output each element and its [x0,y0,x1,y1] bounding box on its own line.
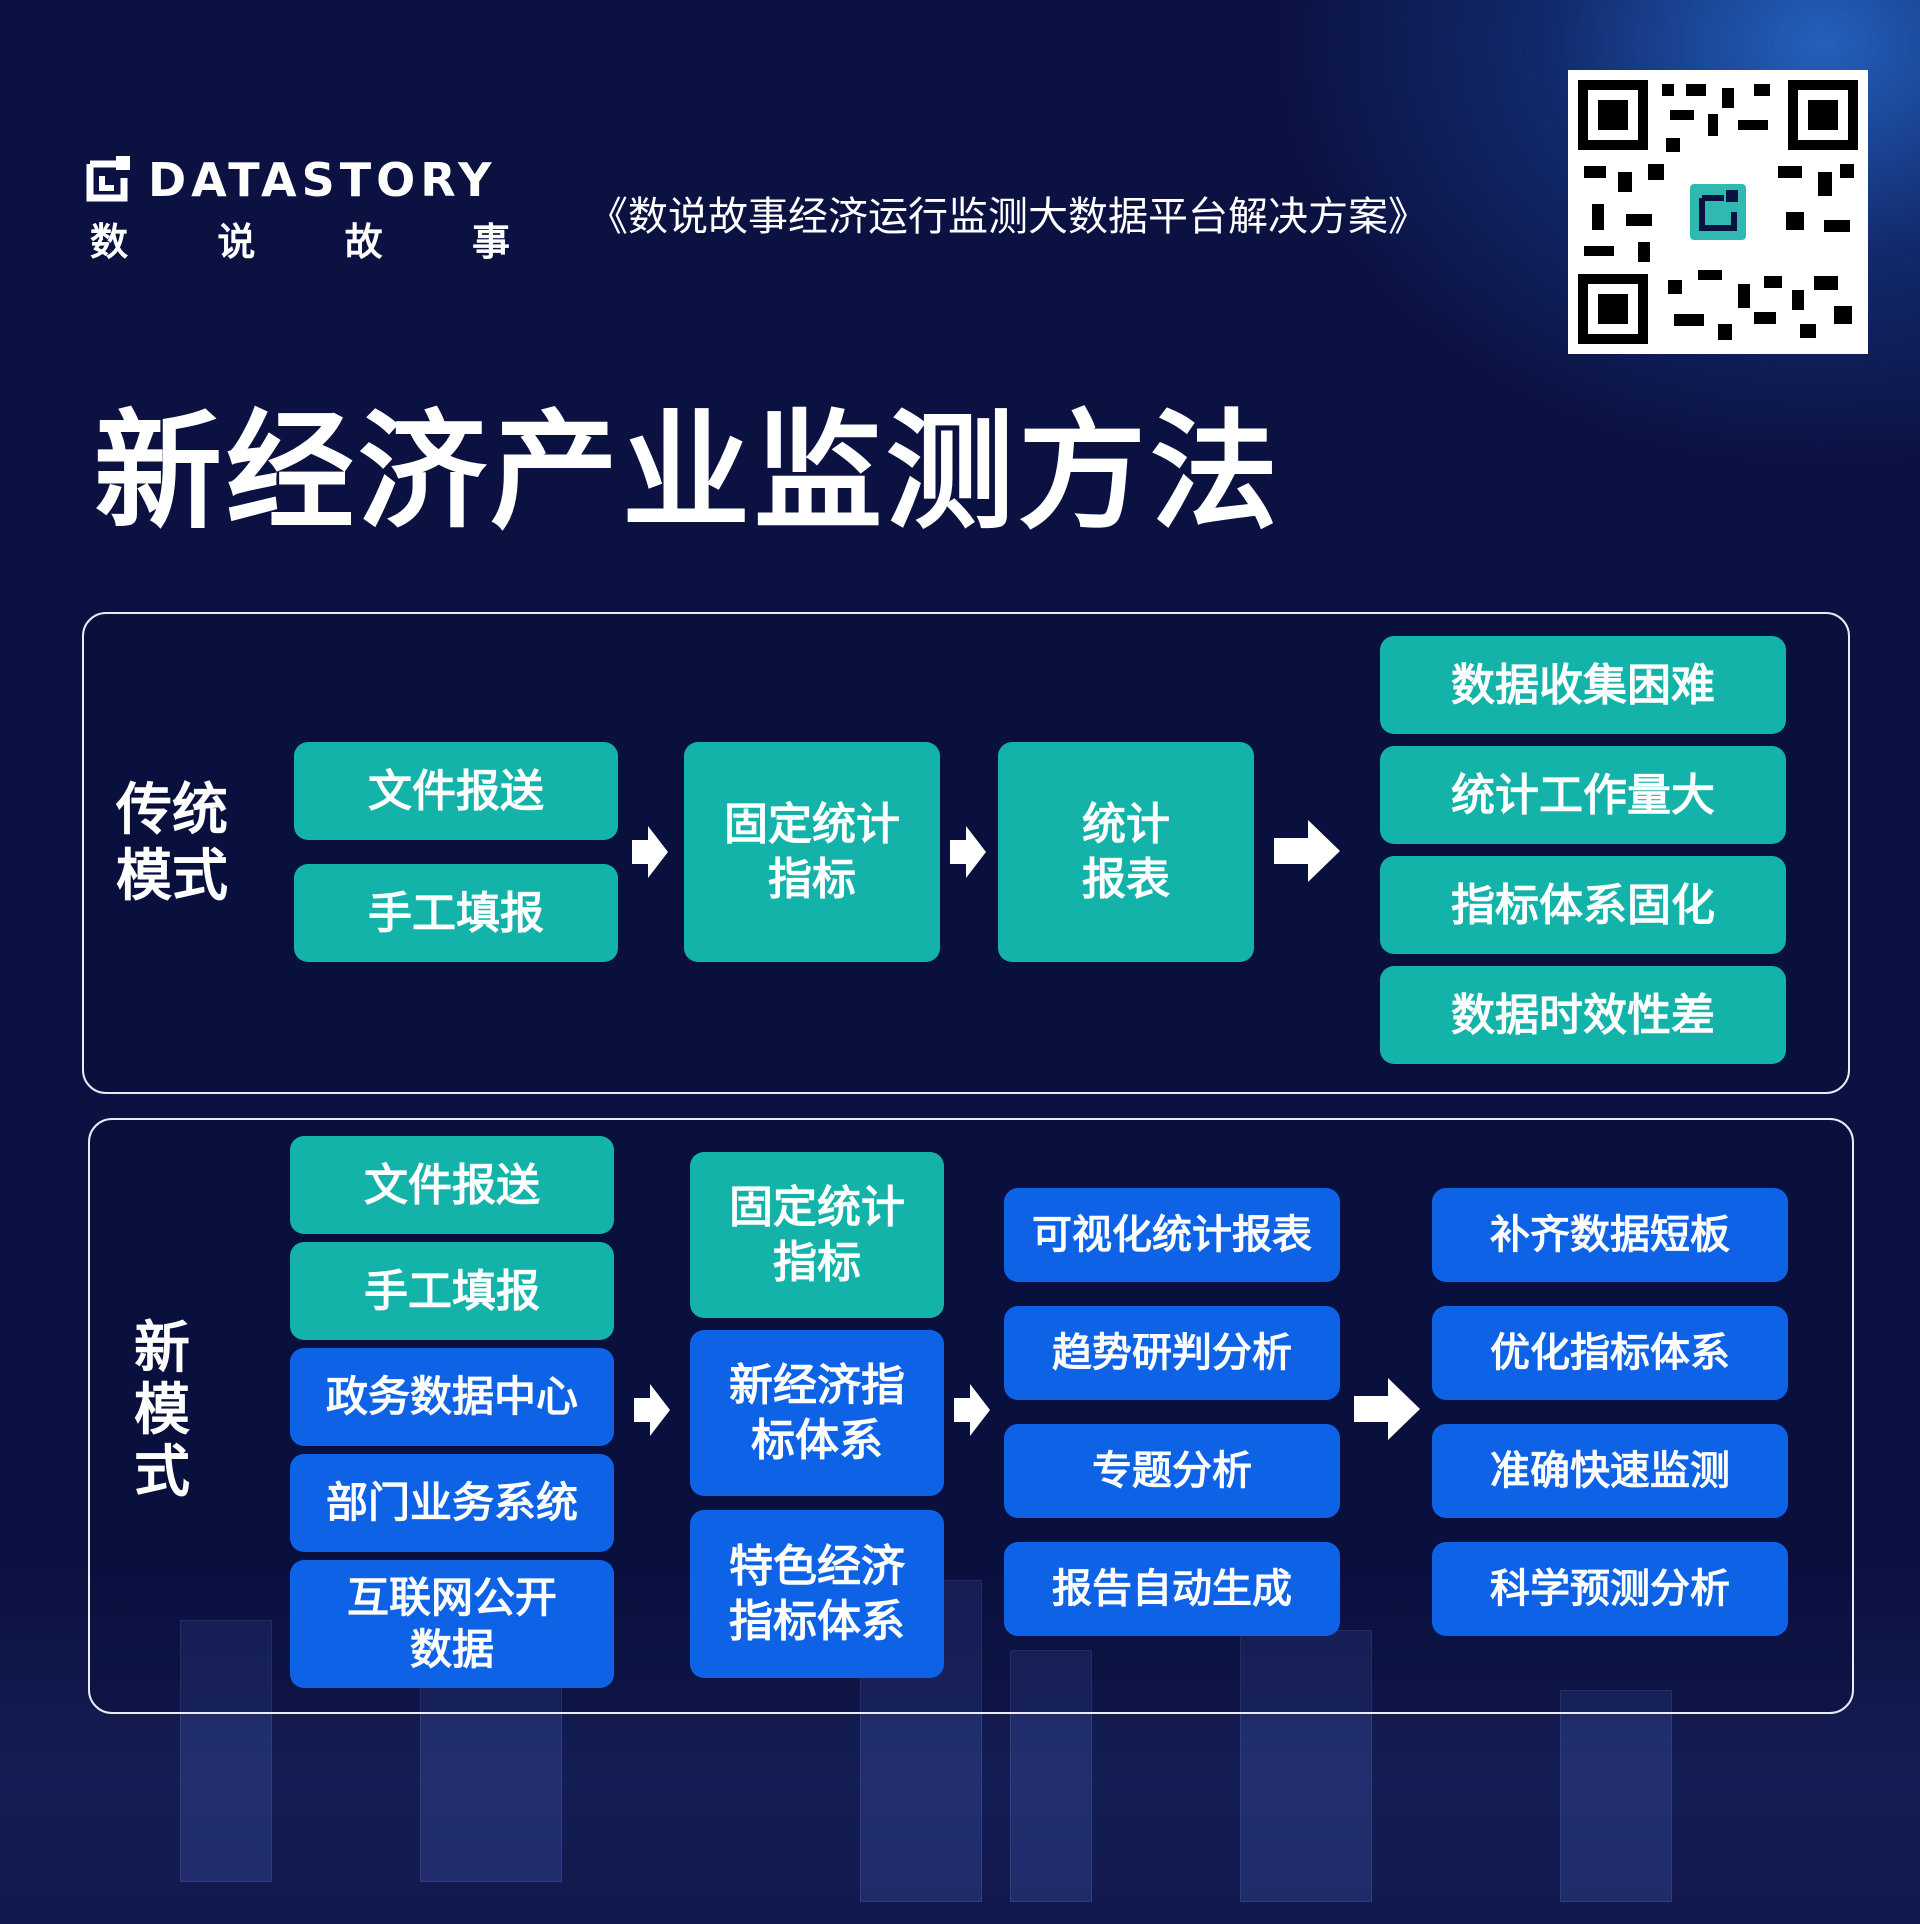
label-line: 传统 [116,778,228,843]
document-title: 《数说故事经济运行监测大数据平台解决方案》 [588,194,1428,240]
problem-box: 数据收集困难 [1380,636,1786,734]
label-line: 模式 [116,844,228,909]
box-line: 互联网公开 [346,1572,557,1622]
brand-logo: DATASTORY 数 说 故 事 [86,152,526,272]
input-box-file-report: 文件报送 [294,742,618,840]
new-mode-panel: 新 模 式 文件报送 手工填报 政务数据中心 部门业务系统 互联网公开 数据 固… [88,1118,1854,1714]
label-line: 新 [134,1316,190,1381]
box-line: 标体系 [751,1415,883,1466]
outcome-box: 补齐数据短板 [1432,1188,1788,1282]
outcome-box: 准确快速监测 [1432,1424,1788,1518]
right-arrow-icon [954,1384,990,1436]
analysis-box: 专题分析 [1004,1424,1340,1518]
brand-char: 事 [471,220,510,264]
box-line: 数据 [409,1625,494,1674]
source-box-dept-system: 部门业务系统 [290,1454,614,1552]
right-arrow-icon [1354,1378,1420,1440]
right-arrow-icon [632,826,668,878]
box-line: 统计 [1082,799,1170,850]
right-arrow-icon [634,1384,670,1436]
input-box-manual-fill: 手工填报 [294,864,618,962]
qr-code-icon[interactable] [1568,70,1868,354]
box-line: 指标 [768,854,856,905]
traditional-mode-label: 传统 模式 [116,778,228,910]
analysis-box: 可视化统计报表 [1004,1188,1340,1282]
box-line: 报表 [1082,854,1170,905]
box-line: 固定统计 [729,1182,905,1233]
brand-name-cn: 数 说 故 事 [90,218,510,266]
outcome-box: 优化指标体系 [1432,1306,1788,1400]
source-box-internet-data: 互联网公开 数据 [290,1560,614,1688]
box-line: 新经济指 [729,1360,905,1411]
problem-box: 统计工作量大 [1380,746,1786,844]
problem-box: 指标体系固化 [1380,856,1786,954]
box-line: 固定统计 [724,799,900,850]
statistical-report-box: 统计 报表 [998,742,1254,962]
indicator-box-fixed: 固定统计 指标 [690,1152,944,1318]
problem-box: 数据时效性差 [1380,966,1786,1064]
indicator-box-featured-economy: 特色经济 指标体系 [690,1510,944,1678]
outcome-box: 科学预测分析 [1432,1542,1788,1636]
new-mode-label: 新 模 式 [134,1318,190,1504]
analysis-box: 趋势研判分析 [1004,1306,1340,1400]
brand-char: 故 [344,220,383,264]
source-box-file-report: 文件报送 [290,1136,614,1234]
source-box-manual-fill: 手工填报 [290,1242,614,1340]
label-line: 模 [134,1378,190,1443]
datastory-logo-icon [86,156,130,202]
box-line: 指标 [773,1237,861,1288]
source-box-gov-data-center: 政务数据中心 [290,1348,614,1446]
fixed-indicator-box: 固定统计 指标 [684,742,940,962]
page-title: 新经济产业监测方法 [94,398,1283,547]
right-arrow-icon [950,826,986,878]
box-line: 指标体系 [729,1596,905,1647]
brand-name-en: DATASTORY [148,153,497,207]
indicator-box-new-economy: 新经济指 标体系 [690,1330,944,1496]
brand-char: 说 [217,220,256,264]
right-arrow-icon [1274,820,1340,882]
label-line: 式 [134,1440,190,1505]
analysis-box: 报告自动生成 [1004,1542,1340,1636]
traditional-mode-panel: 传统 模式 文件报送 手工填报 固定统计 指标 统计 报表 数据收集困难 统计工… [82,612,1850,1094]
brand-char: 数 [90,220,129,264]
box-line: 特色经济 [729,1541,905,1592]
